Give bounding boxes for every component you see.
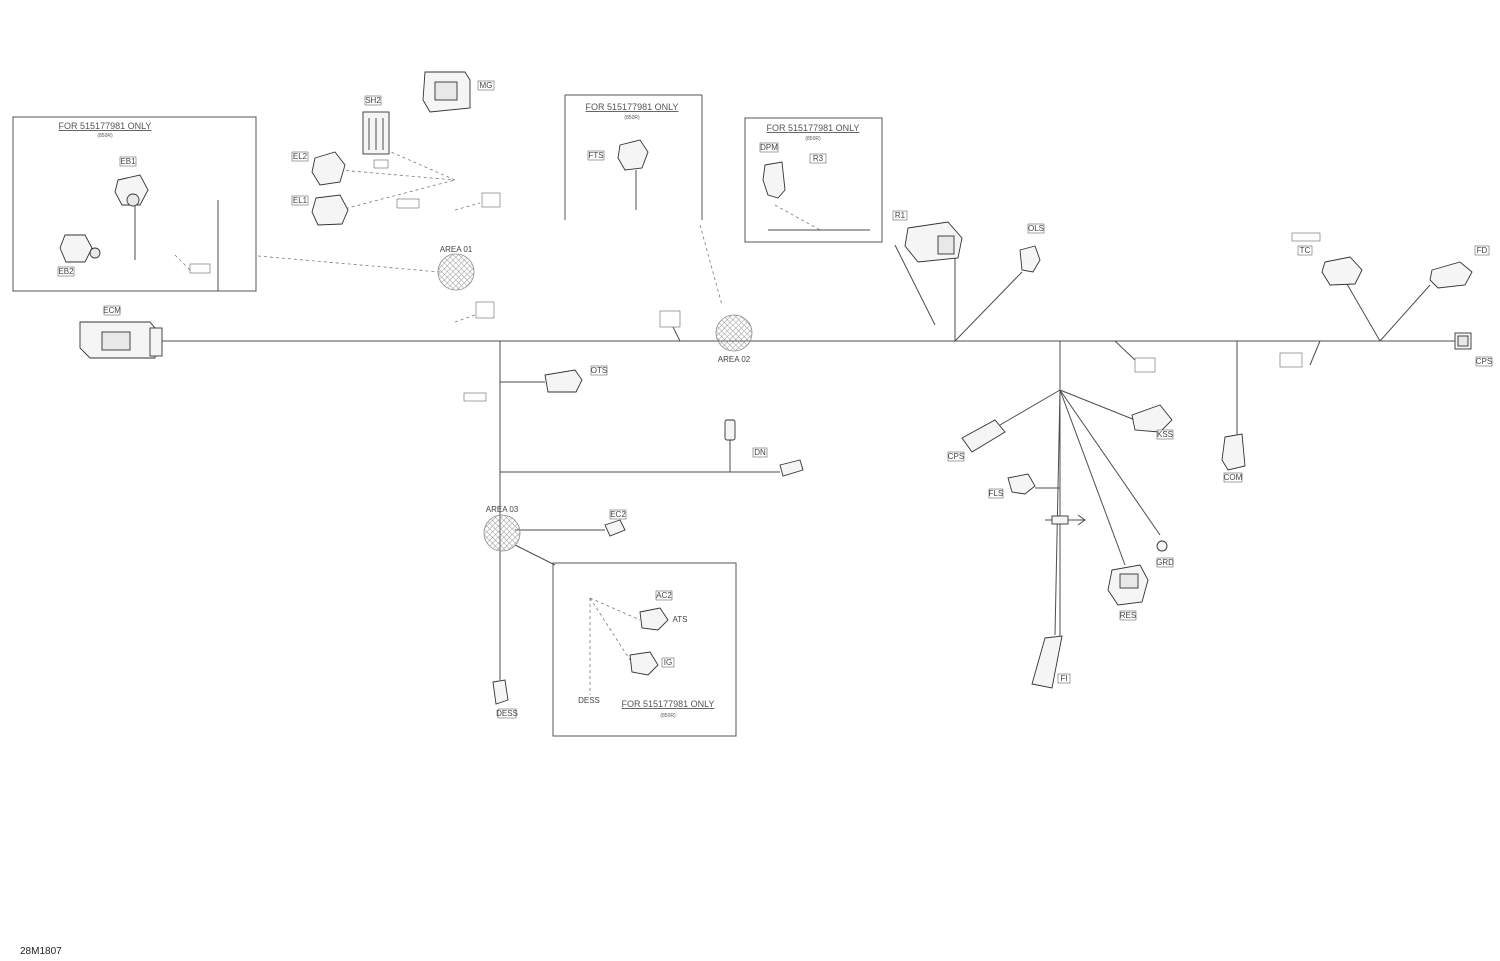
mg-label: MG bbox=[480, 81, 493, 90]
group-1-subtitle: (850R) bbox=[97, 133, 113, 139]
ac2-label: AC2 bbox=[656, 591, 672, 600]
fls-connector: FLS bbox=[989, 473, 1036, 499]
r3-label: R3 bbox=[813, 154, 824, 163]
com-connector: COM bbox=[1221, 433, 1246, 483]
group-2-subtitle: (850R) bbox=[624, 115, 640, 121]
ec2-label: EC2 bbox=[610, 510, 626, 519]
ig-label: IG bbox=[664, 658, 672, 667]
ols-connector: OLS bbox=[1019, 223, 1045, 273]
leader-lines bbox=[174, 144, 821, 695]
dess-connector: DESS DESS bbox=[492, 679, 600, 719]
group-3-subtitle: (850R) bbox=[805, 136, 821, 142]
group-4-subtitle: (850R) bbox=[660, 713, 676, 719]
area-02-label: AREA 02 bbox=[718, 355, 751, 364]
fts-label: FTS bbox=[588, 151, 603, 160]
mg-connector: MG bbox=[422, 71, 495, 113]
ols-label: OLS bbox=[1028, 224, 1044, 233]
eb1-label: EB1 bbox=[120, 157, 136, 166]
eb2-label: EB2 bbox=[58, 267, 74, 276]
cps-right-label: CPS bbox=[1476, 357, 1492, 366]
r1-relay: R1 bbox=[892, 210, 963, 263]
ats-label: ATS bbox=[673, 615, 688, 624]
cps-connector-center: CPS bbox=[947, 419, 1006, 462]
dn-label: DN bbox=[754, 448, 766, 457]
group-box-3: FOR 515177981 ONLY (850R) bbox=[744, 117, 883, 243]
fd-connector: FD bbox=[1429, 245, 1490, 289]
fuse-connector bbox=[724, 419, 736, 441]
tc-connector: TC bbox=[1297, 245, 1363, 286]
res-connector: RES bbox=[1107, 564, 1149, 621]
res-label: RES bbox=[1120, 611, 1136, 620]
fls-label: FLS bbox=[989, 489, 1004, 498]
r1-label: R1 bbox=[895, 211, 906, 220]
dess-label: DESS bbox=[496, 709, 518, 718]
area-03-label: AREA 03 bbox=[486, 505, 519, 514]
area-02-marker: AREA 02 bbox=[715, 314, 753, 364]
sh2-connector: SH2 bbox=[362, 95, 390, 155]
fi-connector: FI bbox=[1031, 635, 1071, 689]
com-label: COM bbox=[1224, 473, 1243, 482]
sh2-label: SH2 bbox=[365, 96, 381, 105]
cps-connector-right: CPS bbox=[1454, 332, 1493, 367]
fd-label: FD bbox=[1477, 246, 1488, 255]
el2-connector: EL2 bbox=[291, 151, 346, 186]
fi-label: FI bbox=[1060, 674, 1067, 683]
kss-label: KSS bbox=[1157, 430, 1173, 439]
el1-label: EL1 bbox=[293, 196, 308, 205]
group-box-4: FOR 515177981 ONLY (850R) bbox=[552, 562, 737, 737]
group-4-title: FOR 515177981 ONLY bbox=[622, 699, 715, 709]
eb1-sensor: EB1 bbox=[114, 156, 149, 260]
group-2-title: FOR 515177981 ONLY bbox=[586, 102, 679, 112]
el2-label: EL2 bbox=[293, 152, 308, 161]
main-trunk bbox=[162, 244, 1455, 680]
area-01-marker: AREA 01 bbox=[437, 245, 475, 291]
ecm-connector: ECM bbox=[79, 305, 163, 359]
dpm-connector: DPM R3 bbox=[759, 142, 827, 199]
fts-connector: FTS bbox=[587, 139, 649, 171]
ots-connector: OTS bbox=[544, 365, 608, 393]
probe-symbol bbox=[1045, 514, 1086, 526]
figure-id: 28M1807 bbox=[20, 946, 62, 957]
ats-connector: AC2 ATS bbox=[639, 590, 688, 631]
wire-tags bbox=[189, 159, 1321, 402]
area-01-label: AREA 01 bbox=[440, 245, 473, 254]
ec2-connector: EC2 bbox=[604, 509, 626, 537]
cps-center-label: CPS bbox=[948, 452, 964, 461]
ig-connector: IG bbox=[629, 651, 675, 676]
group-3-title: FOR 515177981 ONLY bbox=[767, 123, 860, 133]
dn-connector: DN bbox=[752, 447, 804, 477]
tc-label: TC bbox=[1300, 246, 1311, 255]
ecm-label: ECM bbox=[103, 306, 121, 315]
dess-label-2: DESS bbox=[578, 696, 600, 705]
grd-terminal: GRD bbox=[1156, 540, 1174, 568]
grd-label: GRD bbox=[1156, 558, 1174, 567]
group-box-2: FOR 515177981 ONLY (850R) bbox=[564, 94, 703, 220]
group-box-1: FOR 515177981 ONLY (850R) bbox=[12, 116, 257, 292]
el1-connector: EL1 bbox=[291, 194, 349, 226]
eb2-sensor: EB2 bbox=[57, 234, 101, 277]
kss-connector: KSS bbox=[1131, 404, 1174, 440]
ots-label: OTS bbox=[591, 366, 607, 375]
dpm-label: DPM bbox=[760, 143, 778, 152]
group-1-title: FOR 515177981 ONLY bbox=[59, 121, 152, 131]
area-03-marker: AREA 03 bbox=[483, 505, 521, 552]
